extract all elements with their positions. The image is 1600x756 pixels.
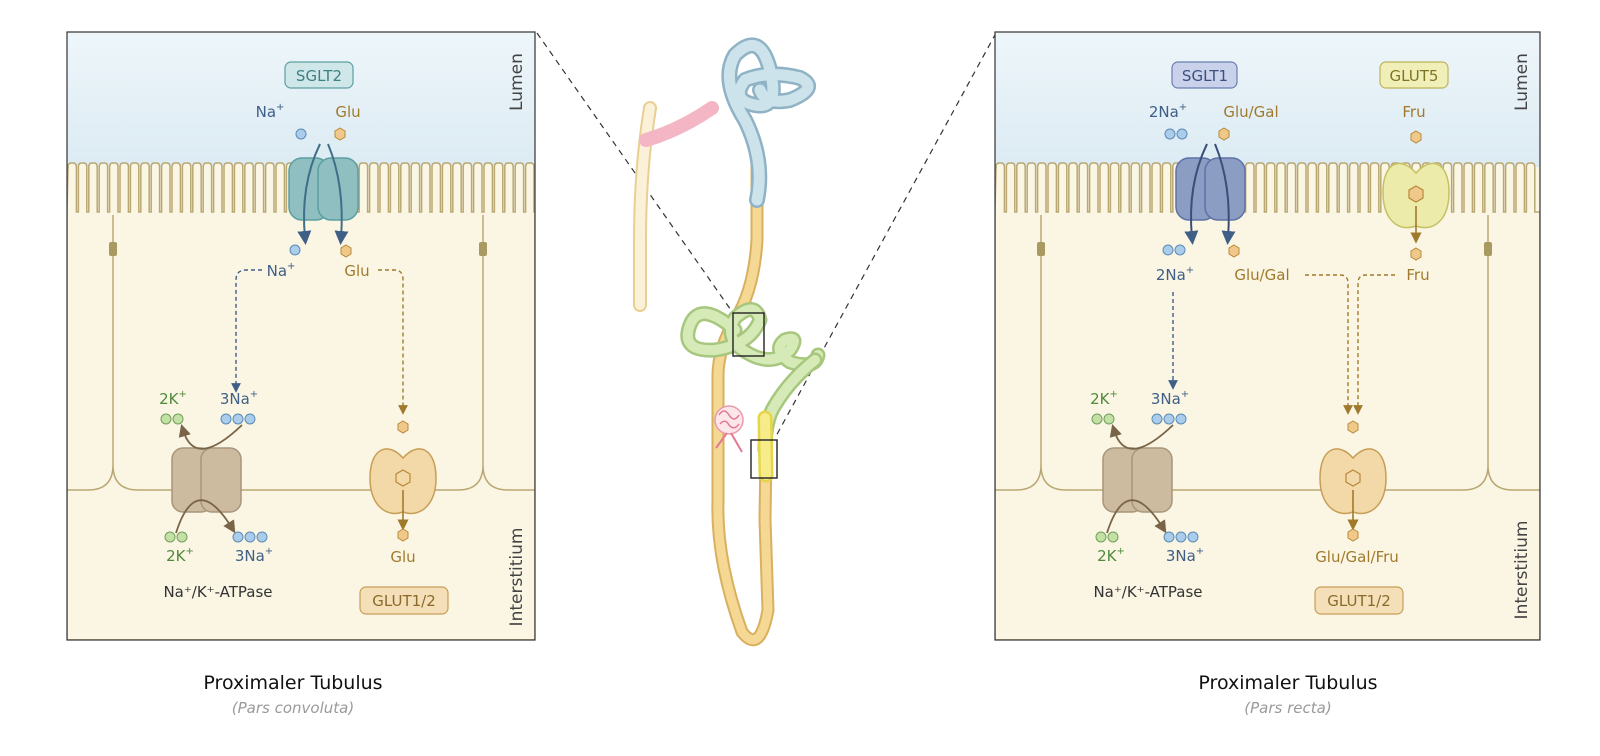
- sglt1-transporter: [1175, 143, 1246, 245]
- left-subcaption: (Pars convoluta): [232, 699, 354, 717]
- right-fru-dashed-path: [1353, 274, 1395, 415]
- left-glu-dashed-path: [378, 269, 408, 415]
- left-glut12-label-box: [359, 586, 449, 615]
- left-interstitium-label: Interstitium: [507, 528, 527, 627]
- right-glut12-transporter: [1319, 448, 1387, 531]
- right-sugars-basal-label: Glu/Gal/Fru: [1315, 548, 1399, 566]
- left-glut12-label: GLUT1/2: [372, 592, 436, 610]
- right-fru-molecule-bottom: [1410, 247, 1422, 261]
- right-tight-junction-2: [1484, 242, 1492, 256]
- right-cell-borders: [995, 215, 1540, 491]
- left-tight-junction-1: [109, 242, 117, 256]
- right-k-ions-bottom: [1095, 531, 1119, 543]
- zoom-box-pars-recta: [750, 439, 778, 479]
- right-microvilli: [995, 162, 1540, 640]
- right-glut12-label: GLUT1/2: [1327, 592, 1391, 610]
- right-atpase-label: Na⁺/K⁺-ATPase: [1093, 583, 1202, 601]
- zoom-line-left: [536, 32, 734, 314]
- zoom-box-pars-convoluta: [732, 312, 765, 357]
- left-lumen-label: Lumen: [507, 53, 527, 111]
- right-fru-top-label: Fru: [1402, 103, 1425, 121]
- right-subcaption: (Pars recta): [1244, 699, 1331, 717]
- left-na-ions-top: [220, 413, 256, 425]
- glomerulus: [714, 405, 744, 453]
- left-cell-borders: [67, 215, 535, 491]
- right-na-ions-top-pump: [1151, 413, 1187, 425]
- left-na-ion-top: [295, 128, 307, 140]
- left-atpase-label: Na⁺/K⁺-ATPase: [163, 583, 272, 601]
- left-glu-molecule-top: [334, 127, 346, 141]
- right-interstitium-label: Interstitium: [1512, 521, 1532, 620]
- left-2k-top-label: 2K+: [159, 389, 187, 408]
- glut5-label: GLUT5: [1390, 67, 1439, 85]
- left-3na-bottom-label: 3Na+: [235, 546, 273, 565]
- left-na-top-label: Na+: [256, 102, 285, 121]
- left-k-ions-top: [160, 413, 184, 425]
- left-glu-molecule-basal-bottom: [397, 528, 409, 542]
- left-tight-junction-2: [479, 242, 487, 256]
- nephron-illustration: [536, 32, 997, 647]
- sglt1-label: SGLT1: [1182, 67, 1228, 85]
- glut5-label-box: [1379, 61, 1449, 89]
- right-glugal-molecule-bottom: [1228, 244, 1240, 258]
- left-glu-molecule-basal-top: [397, 420, 409, 434]
- right-fru-bottom-label: Fru: [1406, 266, 1429, 284]
- left-glut12-transporter: [369, 448, 437, 531]
- left-microvilli: [67, 162, 535, 640]
- right-glugal-top-label: Glu/Gal: [1223, 103, 1278, 121]
- right-panel-frame: [994, 31, 1541, 641]
- left-glu-top-label: Glu: [335, 103, 360, 121]
- right-glut12-label-box: [1314, 586, 1404, 615]
- left-atpase-pump: [171, 423, 243, 534]
- right-glugal-dashed-path: [1305, 274, 1353, 415]
- right-na-ions-top: [1164, 128, 1188, 140]
- right-lumen-area: [995, 32, 1540, 167]
- left-na-dashed-path: [231, 269, 262, 393]
- right-glugal-bottom-label: Glu/Gal: [1234, 266, 1289, 284]
- right-tight-junction-1: [1037, 242, 1045, 256]
- left-glu-basal-label: Glu: [390, 548, 415, 566]
- sglt1-label-box: [1171, 61, 1238, 89]
- left-2k-bottom-label: 2K+: [166, 546, 194, 565]
- sglt2-transporter: [288, 143, 359, 245]
- left-caption: Proximaler Tubulus: [203, 672, 382, 694]
- sglt2-label-box: [284, 61, 354, 89]
- right-na-ions-bottom-apical: [1162, 244, 1186, 256]
- left-na-ions-bottom: [232, 531, 268, 543]
- right-2k-top-label: 2K+: [1090, 389, 1118, 408]
- glut5-transporter: [1382, 162, 1450, 244]
- right-3na-top-label: 3Na+: [1151, 389, 1189, 408]
- right-3na-bottom-label: 3Na+: [1166, 546, 1204, 565]
- right-sugar-molecule-basal-bottom: [1347, 528, 1359, 542]
- connecting-tubule: [639, 101, 719, 147]
- left-na-ion-bottom: [289, 244, 301, 256]
- right-atpase-pump: [1102, 423, 1174, 534]
- right-lumen-label: Lumen: [1512, 53, 1532, 111]
- right-na-ions-bottom: [1163, 531, 1199, 543]
- left-lumen-area: [67, 32, 535, 167]
- left-glu-bottom-label: Glu: [344, 262, 369, 280]
- right-glugal-molecule-top: [1218, 127, 1230, 141]
- right-k-ions-top: [1091, 413, 1115, 425]
- left-glu-molecule-bottom: [340, 244, 352, 258]
- right-caption: Proximaler Tubulus: [1198, 672, 1377, 694]
- right-fru-molecule-top: [1410, 130, 1422, 144]
- left-na-bottom-label: Na+: [267, 261, 296, 280]
- right-2k-bottom-label: 2K+: [1097, 546, 1125, 565]
- left-panel-frame: [66, 31, 536, 641]
- sglt2-label: SGLT2: [296, 67, 342, 85]
- left-k-ions-bottom: [164, 531, 188, 543]
- left-3na-top-label: 3Na+: [220, 389, 258, 408]
- right-sugar-molecule-basal-top: [1347, 420, 1359, 434]
- right-2na-top-label: 2Na+: [1149, 102, 1187, 121]
- right-2na-bottom-label: 2Na+: [1156, 265, 1194, 284]
